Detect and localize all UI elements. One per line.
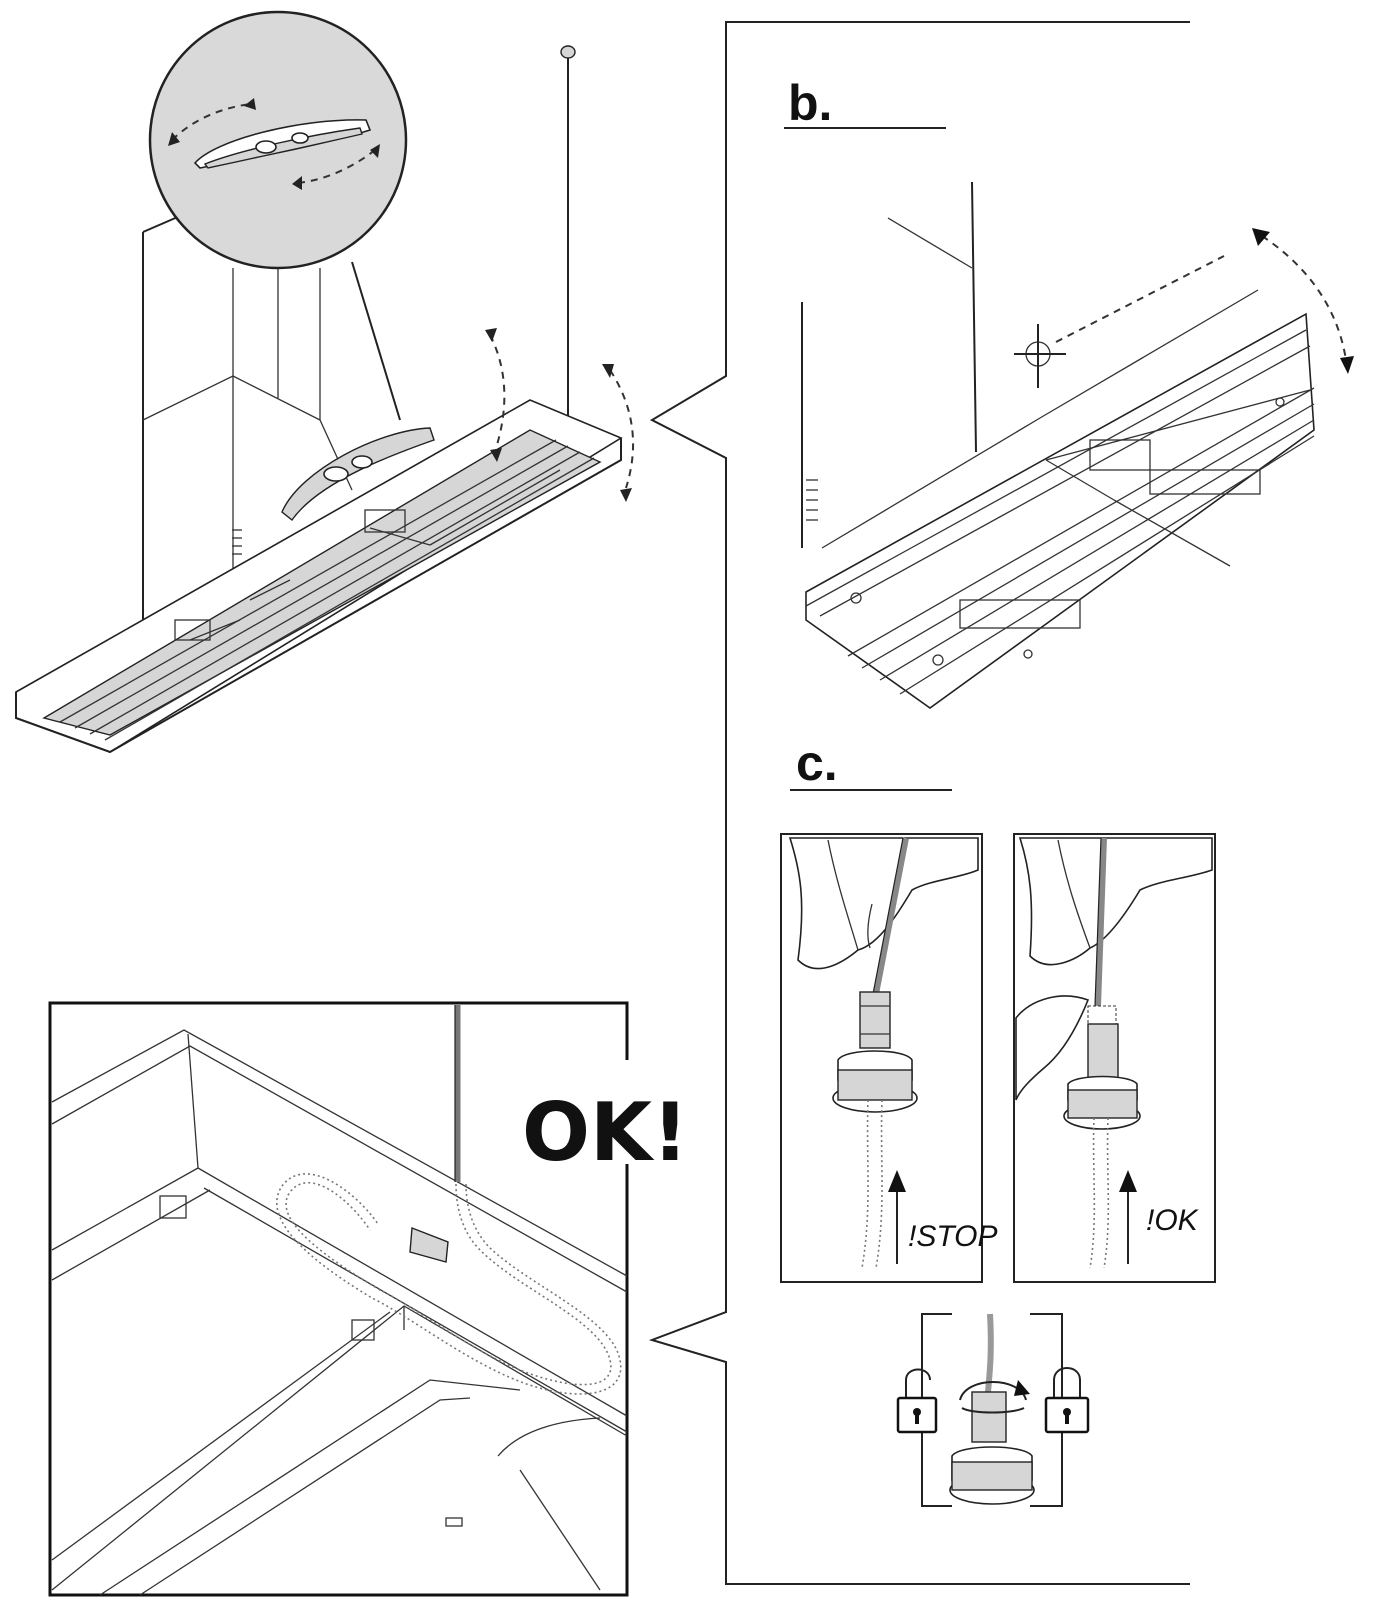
- unlock-padlock-icon: [896, 1368, 938, 1434]
- rotate-arrow-icon: [959, 1380, 1030, 1414]
- lock-detail: [896, 1313, 1090, 1507]
- stop-subpanel: !STOP: [780, 833, 997, 1283]
- ok-caption: !OK: [1146, 1204, 1200, 1237]
- lock-padlock-icon: [1044, 1367, 1090, 1434]
- step-b-label: b.: [788, 75, 832, 131]
- alignment-crosshair-icon: [1014, 324, 1066, 388]
- step-c-label: c.: [796, 735, 838, 791]
- cable-slack-detail: [48, 1001, 636, 1597]
- step-b-panel: b.: [784, 75, 1354, 709]
- step-c-panel: c. !STOP: [780, 735, 1216, 1507]
- callout-frame: [648, 21, 1190, 1585]
- ok-banner: OK!: [522, 1086, 688, 1179]
- ok-subpanel: !OK: [1013, 833, 1216, 1283]
- main-fixture-illustration: [15, 10, 634, 754]
- stop-caption: !STOP: [908, 1220, 997, 1253]
